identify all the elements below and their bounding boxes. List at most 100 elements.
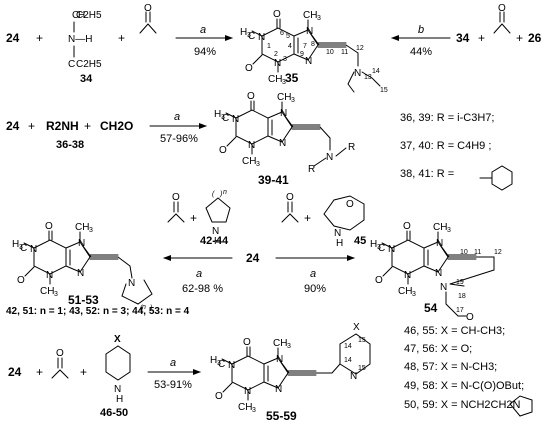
svg-text:1: 1: [267, 43, 271, 50]
svg-text:6: 6: [280, 30, 284, 37]
row1-right-plus-1: +: [478, 31, 485, 45]
row4-amine-range: 46-50: [100, 407, 128, 419]
row4-arrow-yield: 53-91%: [154, 379, 192, 391]
row2-product: 39-41: [258, 173, 289, 187]
svg-text:10: 10: [326, 49, 334, 56]
row1-right-34: 34: [456, 31, 470, 45]
svg-text:(: (: [212, 191, 215, 198]
row1-reactant-24: 24: [6, 31, 20, 45]
svg-text:2: 2: [274, 51, 278, 58]
pyrrolidinyl-ring: [509, 395, 533, 417]
svg-text:17: 17: [456, 307, 464, 314]
row3-n-index: n: [142, 304, 146, 311]
piperazine-reagent-structure: N H: [105, 345, 131, 405]
svg-text:4: 4: [288, 43, 292, 50]
row2-plus-2: +: [84, 119, 91, 133]
row3-product-right: 54: [424, 301, 438, 315]
row1-arrow-b-yield: 44%: [410, 46, 432, 58]
row1-arrow-a-yield: 94%: [194, 46, 216, 58]
row1-right-plus-2: +: [516, 31, 523, 45]
amine-ethyl-bottom: C2H5: [76, 59, 102, 70]
svg-text:10: 10: [460, 249, 468, 256]
row4-reagent-x: X: [114, 334, 121, 345]
row4-arrow-label: a: [170, 357, 176, 369]
row3-right-arrow-yield: 90%: [304, 283, 326, 295]
row4-x-item-5: 50, 59: X = NCH2CH2N: [404, 399, 521, 411]
formaldehyde-structure-right: O: [493, 3, 511, 34]
row2-arrow-yield: 57-96%: [160, 133, 198, 145]
svg-text:15: 15: [358, 365, 366, 372]
row3-center-24: 24: [246, 251, 260, 265]
row2-r-item-3: 38, 41: R =: [400, 168, 454, 180]
svg-text:18: 18: [458, 293, 466, 300]
product-55-59-structure: 14 15 14 15 N: [210, 333, 371, 414]
row1-arrow-b-label: b: [418, 24, 424, 36]
svg-text:C: C: [68, 59, 75, 70]
row3-left-arrow-label: a: [196, 268, 202, 280]
diethylamine-structure: C H N—H C: [68, 10, 92, 70]
svg-text:N: N: [114, 384, 121, 395]
row2-r-group: R: [308, 164, 315, 175]
row2-amine-range: 36-38: [56, 139, 84, 151]
product-39-41-structure: N R: [214, 91, 355, 168]
svg-text:11: 11: [341, 49, 348, 56]
svg-text:H: H: [214, 236, 221, 247]
formaldehyde-structure: O: [139, 3, 157, 34]
svg-text:15: 15: [380, 87, 388, 94]
svg-text:+: +: [190, 211, 197, 225]
svg-text:N: N: [354, 68, 361, 79]
row3-left-reagents: 42-44: [200, 235, 229, 247]
svg-text:(: (: [140, 305, 143, 312]
row4-x-item-4: 49, 58: X = N-C(O)OBut;: [404, 380, 524, 392]
svg-text:O: O: [346, 199, 354, 210]
row4-product: 55-59: [266, 409, 297, 423]
svg-text:O: O: [286, 192, 294, 203]
svg-text:3: 3: [283, 56, 287, 63]
svg-text:12: 12: [494, 249, 502, 256]
svg-text:R: R: [348, 142, 355, 153]
svg-text:+: +: [304, 211, 311, 225]
svg-text:14: 14: [344, 343, 352, 350]
svg-text:N: N: [350, 371, 357, 382]
row1-amine-label: 34: [80, 73, 93, 85]
svg-text:15: 15: [358, 337, 366, 344]
row2-reactant-24: 24: [6, 119, 20, 133]
svg-text:7: 7: [303, 43, 307, 50]
row1-product-35: 35: [285, 71, 299, 85]
right-reagents-structures: O + O N H: [281, 192, 365, 249]
row2-formaldehyde: CH2O: [100, 119, 133, 133]
cyclohexyl-ring: [491, 165, 513, 191]
svg-text:O: O: [466, 312, 474, 323]
row2-r-item-2: 37, 40: R = C4H9 ;: [400, 140, 491, 152]
svg-text:9: 9: [300, 51, 304, 58]
product-35-structure: N 10 11 12 13 14 15 1 2 3 4 5 6 7 8 9: [240, 9, 388, 94]
row3-right-arrow-label: a: [310, 268, 316, 280]
row4-plus-2: +: [80, 365, 87, 379]
svg-text:8: 8: [311, 41, 315, 48]
row2-plus-1: +: [28, 119, 35, 133]
row4-x-item-2: 47, 56: X = O;: [404, 343, 472, 355]
svg-text:N: N: [128, 278, 135, 289]
row4-x-item-3: 48, 57: X = N-CH3;: [404, 361, 497, 373]
svg-text:O: O: [144, 3, 152, 14]
svg-text:): ): [219, 191, 222, 198]
row3-right-reagent: 45: [354, 235, 366, 247]
row1-arrow-a-label: a: [200, 24, 206, 36]
row1-plus-1: +: [36, 31, 43, 45]
svg-text:C: C: [72, 10, 79, 21]
product-51-53-structure: N ( ): [12, 221, 153, 312]
row2-amine: R2NH: [46, 119, 79, 133]
row4-product-x: X: [353, 322, 360, 333]
svg-text:N—H: N—H: [68, 34, 92, 45]
svg-text:13: 13: [364, 74, 372, 81]
svg-text:19: 19: [456, 279, 464, 286]
row1-right-26: 26: [528, 31, 542, 45]
svg-text:5: 5: [286, 33, 290, 40]
svg-text:N: N: [334, 228, 341, 239]
svg-text:): ): [149, 305, 152, 312]
row4-x-item-1: 46, 55: X = CH-CH3;: [404, 325, 505, 337]
row2-arrow-label: a: [174, 111, 180, 123]
svg-text:n: n: [223, 189, 227, 196]
row3-product-left: 51-53: [68, 293, 99, 307]
